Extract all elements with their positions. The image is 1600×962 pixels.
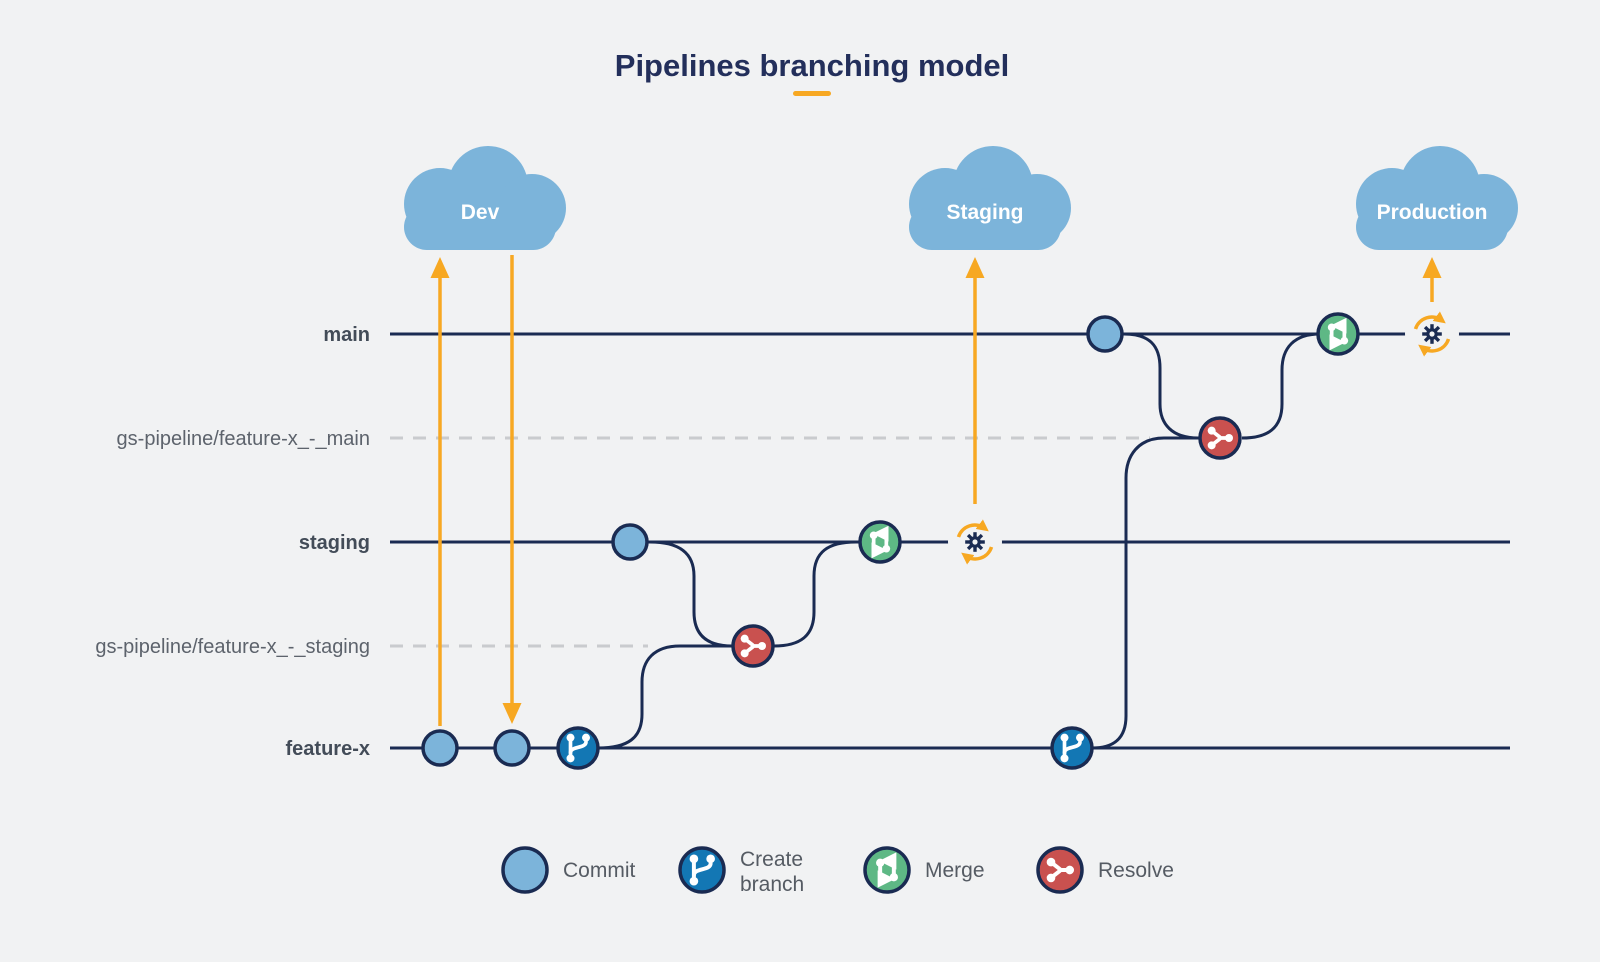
cloud-icon: [404, 146, 566, 250]
arrow-down-icon: [502, 703, 522, 724]
commit-node: [611, 523, 649, 561]
arrow-up-icon: [965, 257, 985, 278]
legend: Commit Create branch Merge Resolve: [501, 846, 1174, 896]
legend-label-merge: Merge: [925, 859, 985, 882]
commit-node: [1086, 315, 1124, 353]
staging-cloud-label: Staging: [947, 201, 1024, 224]
branch-label-staging: staging: [299, 532, 370, 554]
gs-staging-to-staging-curve: [773, 540, 857, 648]
branch-label-gs-pipeline-main: gs-pipeline/feature-x_-_main: [117, 428, 370, 450]
commit-icon: [501, 846, 549, 894]
main-to-gs-main-curve: [1123, 332, 1199, 440]
page-title: Pipelines branching model: [615, 48, 1009, 83]
create-branch-node: [1050, 726, 1094, 770]
branch-label-main: main: [323, 324, 370, 346]
cloud-icon: [1356, 146, 1518, 250]
production-cloud: Production: [1356, 146, 1518, 250]
merge-node: [1316, 312, 1360, 356]
dev-cloud-label: Dev: [461, 201, 500, 224]
featurex-to-gs-staging-curve: [597, 644, 732, 750]
legend-item-commit: Commit: [501, 846, 635, 894]
staging-to-gs-staging-curve: [649, 540, 733, 648]
resolve-node: [731, 624, 775, 668]
deploy-sync-gear-icon: [948, 515, 1002, 569]
staging-up-arrow: [965, 257, 985, 504]
commit-node: [493, 729, 531, 767]
legend-label-commit: Commit: [563, 859, 635, 882]
deploy-sync-gear-icon: [1405, 307, 1459, 361]
title-accent-dash: [793, 91, 831, 96]
legend-label-resolve: Resolve: [1098, 859, 1174, 882]
legend-item-resolve: Resolve: [1036, 846, 1174, 894]
cloud-icon: [909, 146, 1071, 250]
branch-label-gs-pipeline-staging: gs-pipeline/feature-x_-_staging: [95, 636, 370, 658]
dev-down-arrow: [502, 255, 522, 724]
legend-item-create-branch: Create branch: [678, 846, 804, 896]
legend-label-branch: branch: [740, 873, 804, 896]
legend-item-merge: Merge: [863, 846, 985, 894]
merge-node: [858, 520, 902, 564]
production-up-arrow: [1422, 257, 1442, 302]
arrow-up-icon: [1422, 257, 1442, 278]
featurex-to-gs-main-curve: [1091, 436, 1199, 750]
create-branch-node: [556, 726, 600, 770]
production-cloud-label: Production: [1377, 201, 1488, 224]
gs-main-to-main-curve: [1241, 332, 1321, 440]
legend-label-create: Create: [740, 848, 803, 871]
resolve-node: [1198, 416, 1242, 460]
dev-cloud: Dev: [404, 146, 566, 250]
dev-up-arrow: [430, 257, 450, 726]
branch-label-feature-x: feature-x: [286, 738, 370, 760]
commit-node: [421, 729, 459, 767]
staging-cloud: Staging: [909, 146, 1071, 250]
arrow-up-icon: [430, 257, 450, 278]
